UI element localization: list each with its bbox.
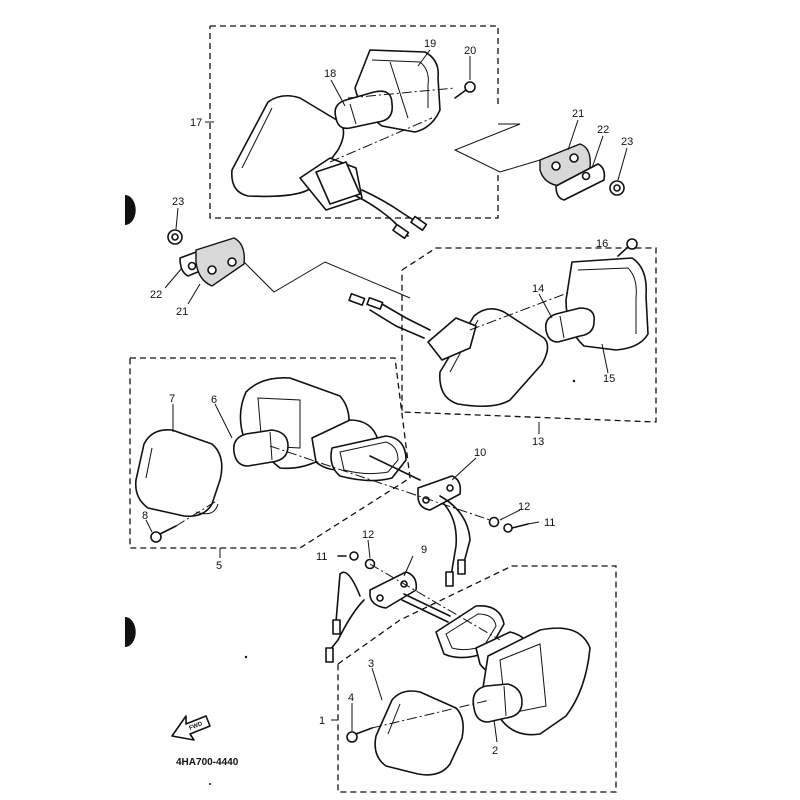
callout-6: 6: [211, 394, 217, 406]
callout-4: 4: [348, 692, 354, 704]
callout-3: 3: [368, 658, 374, 670]
callout-7: 7: [169, 393, 175, 405]
callout-20: 20: [464, 45, 476, 57]
binder-hole-bottom: [125, 617, 136, 647]
callout-2: 2: [492, 745, 498, 757]
bulb-18: [334, 90, 394, 130]
mount-set-right: [453, 123, 625, 201]
callout-1: 1: [319, 715, 325, 727]
fwd-arrow-icon: FWD: [171, 715, 211, 741]
callout-9: 9: [421, 544, 427, 556]
lens-7: [134, 428, 223, 518]
callout-leaders: [145, 49, 628, 743]
diagram-code: 4HA700-4440: [176, 757, 239, 768]
callout-22-right: 22: [597, 124, 609, 136]
callout-18: 18: [324, 68, 336, 80]
callout-17: 17: [190, 117, 202, 129]
callout-13: 13: [532, 436, 544, 448]
svg-text:FWD: FWD: [189, 721, 205, 732]
callout-12-lower: 12: [362, 529, 374, 541]
callout-15: 15: [603, 373, 615, 385]
callout-12-upper: 12: [518, 501, 530, 513]
callout-16: 16: [596, 238, 608, 250]
callout-21-right: 21: [572, 108, 584, 120]
assembly-17-group: [209, 25, 499, 240]
rubber-mount-21-left: [195, 237, 245, 287]
callout-23-right: 23: [621, 136, 633, 148]
callout-19: 19: [424, 38, 436, 50]
assembly-5-group: [129, 357, 529, 587]
binder-hole-top: [125, 195, 136, 225]
mount-set-left: [167, 229, 411, 299]
callout-11-upper: 11: [544, 517, 555, 529]
callout-5: 5: [216, 560, 222, 572]
callout-22-left: 22: [150, 289, 162, 301]
callout-21-left: 21: [176, 306, 188, 318]
bracket-10: [417, 475, 462, 511]
callout-labels: 1 2 3 4 5 6 7 8 9 10 11 11 12 12 13 14 1…: [142, 38, 633, 757]
assembly-1-group: [325, 551, 617, 793]
bulb-6: [232, 429, 289, 467]
callout-11-lower: 11: [316, 551, 327, 563]
callout-23-left: 23: [172, 196, 184, 208]
assembly-13-group: [348, 238, 657, 423]
bulb-2: [472, 683, 523, 723]
callout-10: 10: [474, 447, 486, 459]
callout-14: 14: [532, 283, 544, 295]
washer-22-right: [555, 163, 606, 201]
callout-8: 8: [142, 510, 148, 522]
